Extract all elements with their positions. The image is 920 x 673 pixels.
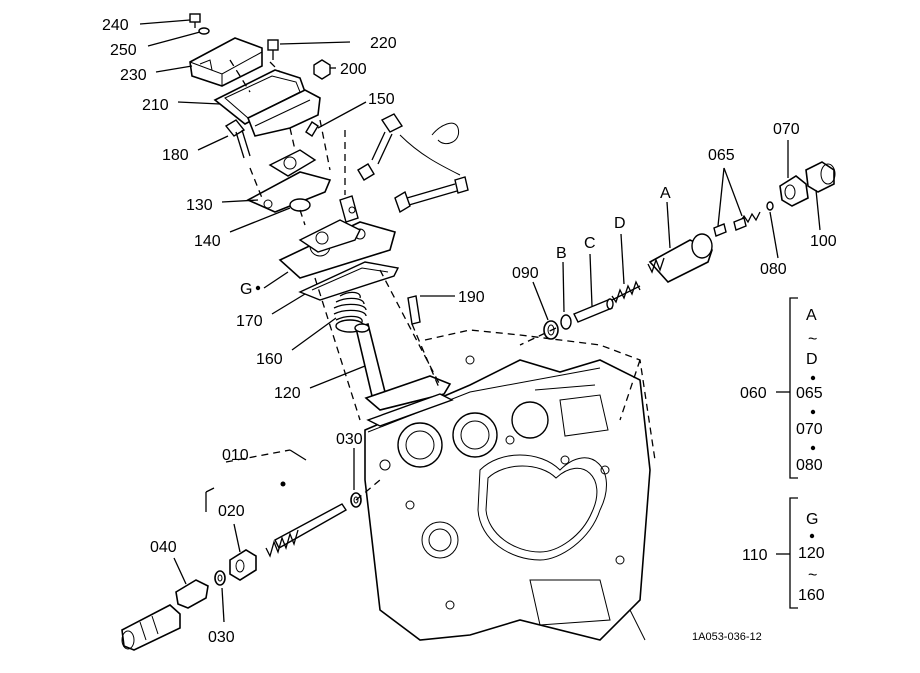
legend-group-110: 110 G 120 ~ 160 (742, 497, 825, 609)
legend-110-item-4: 160 (798, 587, 825, 604)
legend-060-label: 060 (740, 385, 767, 402)
legend-060-item-1: A (806, 307, 817, 324)
part-170-gasket (298, 261, 400, 301)
label-080: 080 (760, 261, 787, 278)
part-210-gasket (213, 69, 306, 125)
label-A: A (660, 185, 671, 202)
part-230-cover (189, 37, 263, 87)
link-rod (339, 195, 359, 223)
injection-axis-line (519, 327, 557, 346)
part-D-spring (611, 280, 641, 304)
label-040: 040 (150, 539, 177, 556)
label-065: 065 (708, 147, 735, 164)
part-020-nut (229, 549, 257, 581)
part-B-sleeve (560, 314, 572, 330)
governor-housing (246, 89, 321, 137)
label-C: C (584, 235, 596, 252)
label-100: 100 (810, 233, 837, 250)
label-D: D (614, 215, 626, 232)
legend-110-item-3: ~ (808, 567, 817, 584)
label-030-upper: 030 (336, 431, 363, 448)
part-030-washer-lower (214, 570, 226, 586)
legend-110-item-2: 120 (798, 545, 825, 562)
label-180: 180 (162, 147, 189, 164)
legend-110-label: 110 (742, 547, 768, 564)
legend-110-item-1: G (806, 511, 818, 528)
label-250: 250 (110, 42, 137, 59)
callout-dots (255, 285, 286, 487)
label-G: G (240, 281, 252, 298)
part-040-cap (175, 579, 209, 609)
label-200: 200 (340, 61, 367, 78)
figure-code: 1A053-036-12 (692, 631, 762, 643)
legend-060-item-2: ~ (808, 331, 817, 348)
label-B: B (556, 245, 567, 262)
label-030-lower: 030 (208, 629, 235, 646)
cable-loop (431, 122, 460, 144)
adaptor-tube (121, 604, 181, 651)
part-G-plate (278, 219, 396, 279)
label-120: 120 (274, 385, 301, 402)
label-160: 160 (256, 351, 283, 368)
label-220: 220 (370, 35, 397, 52)
label-230: 230 (120, 67, 147, 84)
label-090: 090 (512, 265, 539, 282)
part-120-rod (354, 322, 452, 411)
part-065-spring-seat (713, 211, 761, 237)
part-labels: 240 250 230 210 220 200 150 180 130 140 … (102, 17, 837, 646)
legend-group-060: 060 A ~ D 065 070 080 (740, 297, 823, 479)
lever-arm (268, 149, 317, 177)
legend-060-item-5: 070 (796, 421, 823, 438)
label-020: 020 (218, 503, 245, 520)
legend-060-item-3: D (806, 351, 818, 368)
label-170: 170 (236, 313, 263, 330)
part-150-pin (305, 121, 319, 137)
part-190-stud (407, 295, 421, 325)
rod-axis-line (355, 479, 381, 501)
label-150: 150 (368, 91, 395, 108)
part-220-bolt (267, 39, 279, 60)
label-210: 210 (142, 97, 169, 114)
legend-060-item-4: 065 (796, 385, 823, 402)
part-070-nut (779, 175, 809, 207)
part-180-bolt (224, 119, 251, 159)
block-mount-gasket (366, 393, 454, 427)
adjust-bolt (357, 113, 404, 181)
label-240: 240 (102, 17, 129, 34)
stop-bolt (394, 134, 469, 214)
assembly-guide-lines (229, 59, 441, 421)
engine-block (364, 329, 656, 641)
part-C-plunger (573, 298, 614, 323)
leader-lines (139, 19, 821, 623)
part-A-body (647, 233, 713, 283)
label-190: 190 (458, 289, 485, 306)
part-100-cap (805, 161, 836, 193)
part-250-washer (198, 27, 210, 35)
label-070: 070 (773, 121, 800, 138)
bracket-010 (205, 449, 307, 512)
part-240-bolt (189, 13, 201, 28)
part-130-lever (246, 171, 332, 213)
label-010: 010 (222, 447, 249, 464)
part-140-bushing (289, 198, 311, 212)
part-200-nut (313, 59, 331, 80)
label-140: 140 (194, 233, 221, 250)
part-010-rod (265, 503, 347, 558)
legend-060-item-6: 080 (796, 457, 823, 474)
part-080-oring (766, 201, 774, 211)
label-130: 130 (186, 197, 213, 214)
